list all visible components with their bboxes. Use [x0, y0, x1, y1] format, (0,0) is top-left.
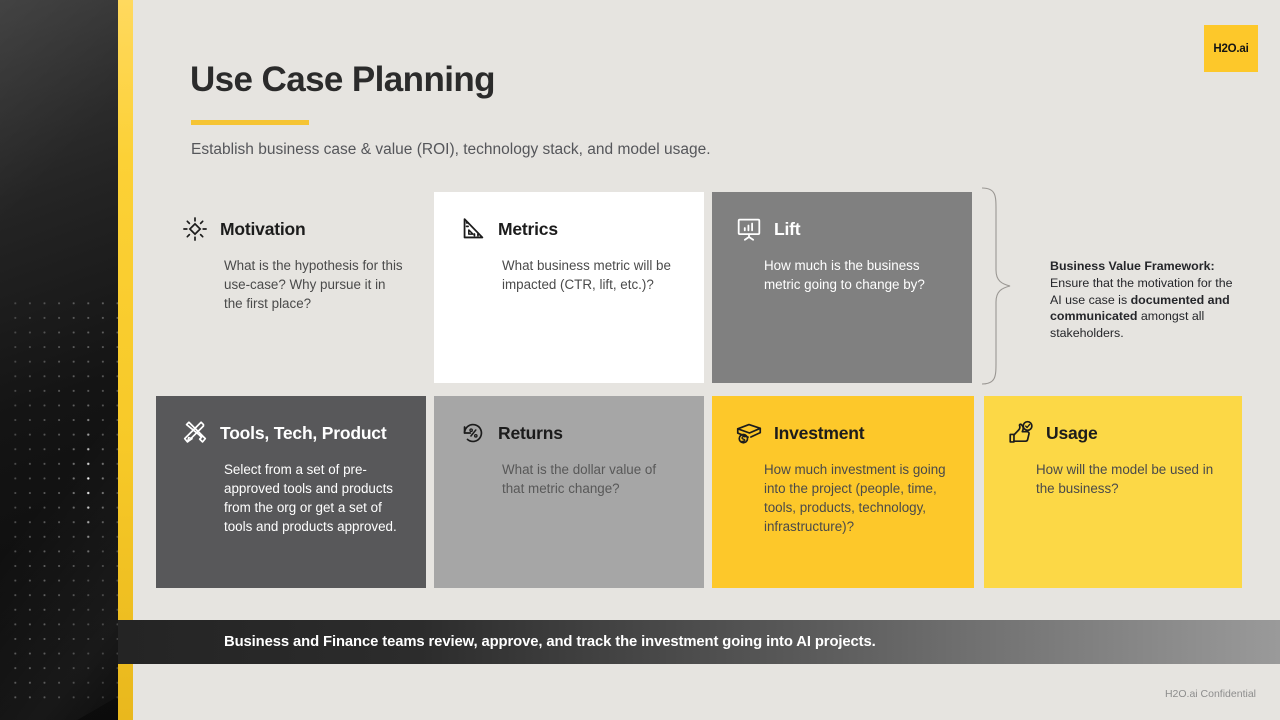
card-lift[interactable]: Lift How much is the business metric goi… — [712, 192, 972, 383]
card-body: What business metric will be impacted (C… — [502, 258, 671, 292]
money-cash-icon — [736, 423, 762, 444]
thumbs-up-check-icon — [1009, 420, 1033, 443]
note-emphasis: documented and communicated — [1050, 292, 1230, 324]
card-title: Investment — [774, 422, 865, 443]
card-title: Returns — [498, 422, 563, 443]
panel-dot-pattern-highlight — [8, 296, 118, 700]
card-header: Motivation — [156, 192, 426, 244]
footer-banner-text: Business and Finance teams review, appro… — [224, 634, 876, 650]
percent-refresh-icon — [463, 423, 483, 443]
accent-vertical-stripe — [118, 0, 133, 720]
card-header: Returns — [434, 396, 704, 448]
page-subtitle: Establish business case & value (ROI), t… — [191, 141, 711, 158]
card-usage[interactable]: Usage How will the model be used in the … — [984, 396, 1242, 588]
pencil-ruler-cross-icon — [183, 421, 207, 443]
business-value-framework-note: Business Value Framework: Ensure that th… — [1050, 258, 1245, 342]
card-tools-tech-product[interactable]: Tools, Tech, Product Select from a set o… — [156, 396, 426, 588]
card-header: Metrics — [434, 192, 704, 244]
card-body: Select from a set of pre-approved tools … — [224, 462, 397, 534]
card-header: Lift — [712, 192, 972, 244]
card-metrics[interactable]: Metrics What business metric will be imp… — [434, 192, 704, 383]
card-header: Usage — [984, 396, 1242, 448]
card-body: What is the hypothesis for this use-case… — [224, 258, 403, 311]
card-body: How will the model be used in the busine… — [1036, 462, 1214, 496]
decorative-left-panel — [0, 0, 118, 720]
card-header: Investment — [712, 396, 974, 448]
presentation-chart-icon — [737, 218, 761, 241]
card-title: Metrics — [498, 218, 558, 239]
page-title: Use Case Planning — [190, 60, 496, 99]
footer-banner: Business and Finance teams review, appro… — [118, 620, 1280, 664]
sparkle-icon — [183, 217, 207, 241]
card-title: Lift — [774, 218, 801, 239]
confidentiality-label: H2O.ai Confidential — [1164, 688, 1256, 700]
title-underline-rule — [191, 120, 309, 125]
note-text-part1: Ensure that the motivation for the AI us… — [1050, 275, 1233, 307]
card-title: Usage — [1046, 422, 1098, 443]
card-body: How much is the business metric going to… — [764, 258, 925, 292]
card-title: Tools, Tech, Product — [220, 422, 387, 443]
card-header: Tools, Tech, Product — [156, 396, 426, 448]
note-text-part2: amongst all stakeholders. — [1050, 309, 1205, 341]
card-body: How much investment is going into the pr… — [764, 462, 946, 534]
card-title: Motivation — [220, 218, 306, 239]
grouping-brace — [981, 187, 1011, 385]
card-investment[interactable]: Investment How much investment is going … — [712, 396, 974, 588]
card-body: What is the dollar value of that metric … — [502, 462, 657, 496]
note-heading: Business Value Framework: — [1050, 259, 1215, 273]
logo-text: H2O.ai — [1213, 42, 1249, 55]
h2o-logo: H2O.ai — [1204, 25, 1258, 72]
card-returns[interactable]: Returns What is the dollar value of that… — [434, 396, 704, 588]
card-motivation[interactable]: Motivation What is the hypothesis for th… — [156, 192, 426, 383]
set-square-ruler-icon — [463, 218, 484, 239]
